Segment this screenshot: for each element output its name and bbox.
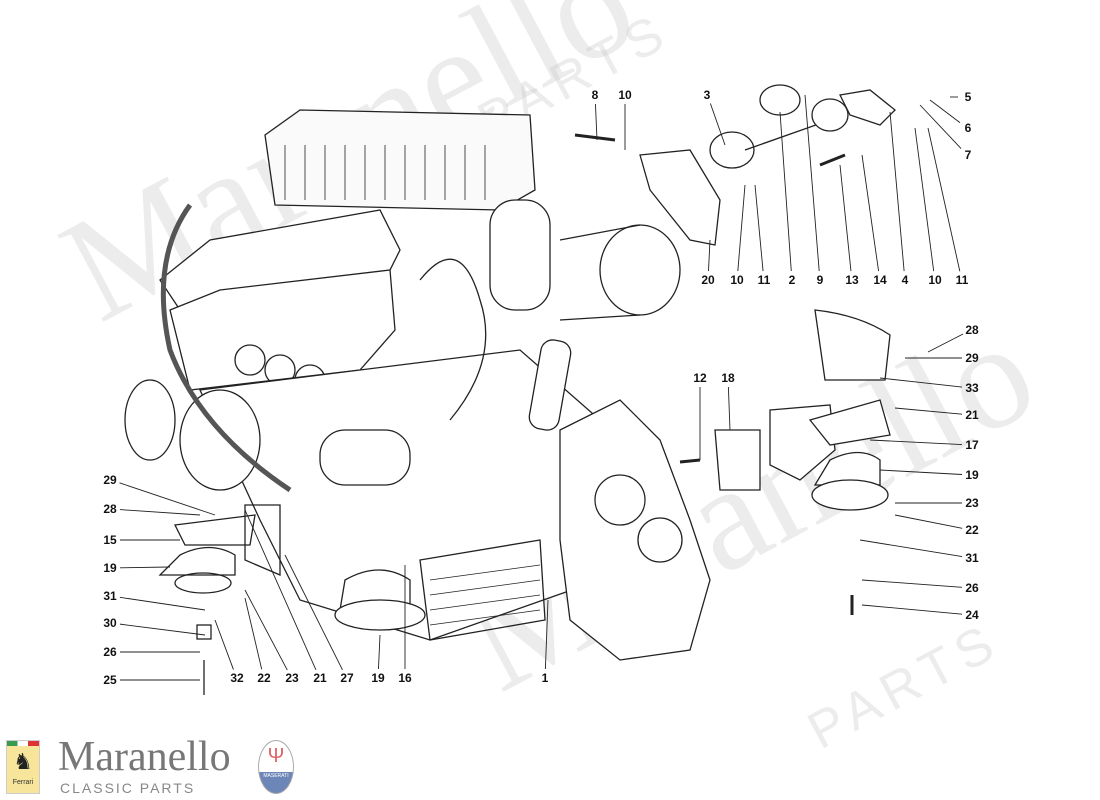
part-callout[interactable]: 14 — [873, 273, 887, 287]
leader-line — [879, 377, 963, 388]
part-callout[interactable]: 23 — [285, 671, 299, 685]
part-callout[interactable]: 16 — [398, 671, 412, 685]
leader-line — [914, 127, 935, 272]
leader-line — [861, 154, 880, 272]
leader-line — [737, 184, 746, 272]
part-callout[interactable]: 11 — [757, 273, 771, 287]
part-callout[interactable]: 18 — [721, 371, 735, 385]
part-callout[interactable]: 1 — [541, 671, 549, 685]
leader-line — [894, 514, 963, 529]
leader-line — [214, 619, 234, 670]
leader-line — [839, 164, 852, 272]
leader-line — [754, 184, 764, 272]
part-callout[interactable]: 33 — [965, 381, 979, 395]
part-callout[interactable]: 15 — [103, 533, 117, 547]
part-callout[interactable]: 5 — [964, 90, 972, 104]
leader-line — [859, 539, 963, 558]
part-callout[interactable]: 19 — [371, 671, 385, 685]
ferrari-badge-text: Ferrari — [12, 779, 34, 786]
brand-name: Maranello — [58, 734, 231, 780]
part-callout[interactable]: 25 — [103, 673, 117, 687]
leader-line — [889, 111, 905, 272]
part-callout[interactable]: 21 — [313, 671, 327, 685]
leader-line — [244, 597, 263, 670]
part-callout[interactable]: 10 — [618, 88, 632, 102]
part-callout[interactable]: 8 — [591, 88, 599, 102]
leader-line — [927, 127, 961, 272]
leader-line — [727, 386, 731, 431]
part-callout[interactable]: 2 — [788, 273, 796, 287]
leader-line — [119, 596, 206, 611]
part-callout[interactable]: 21 — [965, 408, 979, 422]
leader-line — [544, 599, 549, 670]
part-callout[interactable]: 6 — [964, 121, 972, 135]
maserati-badge-text: MASERATI — [263, 773, 289, 779]
part-callout[interactable]: 7 — [964, 148, 972, 162]
part-callout[interactable]: 13 — [845, 273, 859, 287]
part-callout[interactable]: 29 — [103, 473, 117, 487]
leader-line — [929, 99, 961, 124]
part-callout[interactable]: 17 — [965, 438, 979, 452]
leader-line — [861, 604, 963, 615]
leader-line — [861, 579, 963, 588]
leader-line — [119, 482, 216, 516]
part-callout[interactable]: 26 — [103, 645, 117, 659]
leader-line — [779, 111, 792, 272]
part-callout[interactable]: 20 — [701, 273, 715, 287]
part-callout[interactable]: 29 — [965, 351, 979, 365]
part-callout[interactable]: 9 — [816, 273, 824, 287]
part-callout[interactable]: 10 — [928, 273, 942, 287]
part-callout[interactable]: 10 — [730, 273, 744, 287]
part-callout[interactable]: 24 — [965, 608, 979, 622]
part-callout[interactable]: 12 — [693, 371, 707, 385]
leader-line — [804, 94, 820, 272]
trident-icon: Ψ — [267, 745, 285, 767]
part-callout[interactable]: 32 — [230, 671, 244, 685]
leader-line — [594, 103, 598, 141]
part-callout[interactable]: 22 — [257, 671, 271, 685]
part-callout[interactable]: 11 — [955, 273, 969, 287]
leader-line — [244, 589, 288, 671]
part-callout[interactable]: 4 — [901, 273, 909, 287]
part-callout[interactable]: 30 — [103, 616, 117, 630]
leader-line — [244, 509, 317, 670]
prancing-horse-icon: ♞ — [13, 749, 33, 774]
leader-line — [708, 239, 711, 272]
leader-line — [894, 407, 963, 415]
part-callout[interactable]: 31 — [965, 551, 979, 565]
part-callout[interactable]: 31 — [103, 589, 117, 603]
maserati-badge: Ψ MASERATI — [258, 740, 294, 794]
leader-line — [869, 439, 963, 446]
part-callout[interactable]: 28 — [103, 502, 117, 516]
part-callout[interactable]: 19 — [103, 561, 117, 575]
leader-line — [378, 634, 381, 670]
leader-line — [119, 509, 201, 516]
leader-line — [709, 103, 726, 146]
leader-line — [879, 469, 963, 475]
part-callout[interactable]: 27 — [340, 671, 354, 685]
part-callout[interactable]: 22 — [965, 523, 979, 537]
ferrari-badge: ♞ Ferrari — [6, 740, 40, 794]
brand-subtitle: CLASSIC PARTS — [60, 780, 196, 796]
part-callout[interactable]: 23 — [965, 496, 979, 510]
part-callout[interactable]: 28 — [965, 323, 979, 337]
leader-line — [119, 623, 206, 636]
part-callout[interactable]: 3 — [703, 88, 711, 102]
leader-line — [119, 566, 171, 569]
leader-line — [919, 104, 962, 149]
leader-line — [284, 554, 343, 671]
leader-line — [927, 333, 964, 353]
part-callout[interactable]: 26 — [965, 581, 979, 595]
part-callout[interactable]: 19 — [965, 468, 979, 482]
